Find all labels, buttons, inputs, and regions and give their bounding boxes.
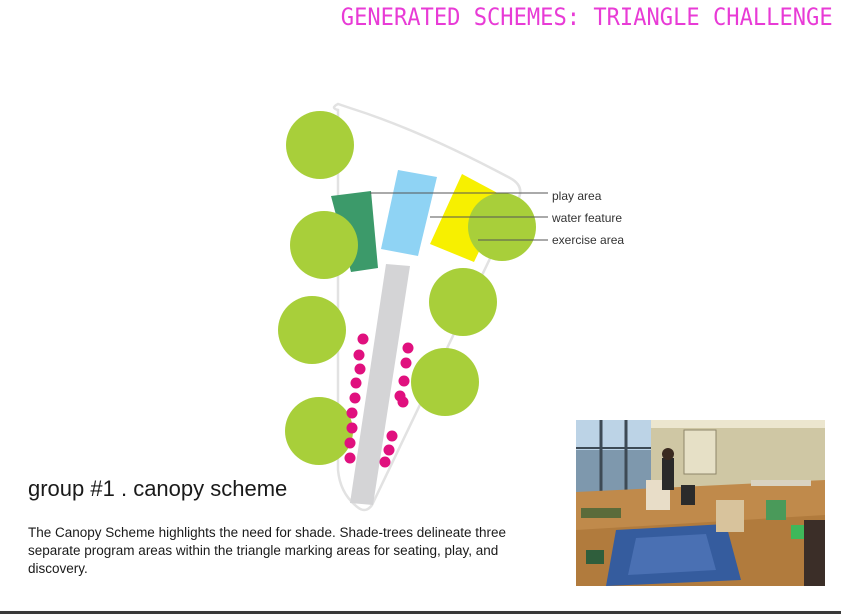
water-feature-zone — [381, 170, 437, 256]
classroom-photo — [576, 420, 825, 586]
page-title: GENERATED SCHEMES: TRIANGLE CHALLENGE — [341, 3, 833, 31]
callout-label-water-feature: water feature — [551, 211, 622, 225]
callout-label-exercise-area: exercise area — [552, 233, 624, 247]
seating-dots-left — [344, 333, 369, 464]
classroom-photo-illustration — [576, 420, 825, 586]
tree-canopy — [286, 111, 354, 179]
tree-canopy — [429, 268, 497, 336]
tree-canopy — [468, 193, 536, 261]
central-path — [350, 264, 410, 505]
scheme-description: The Canopy Scheme highlights the need fo… — [28, 525, 507, 576]
seating-dots-right — [379, 342, 414, 468]
tree-canopy — [278, 296, 346, 364]
tree-canopy — [290, 211, 358, 279]
tree-canopy — [411, 348, 479, 416]
bottom-rule — [0, 611, 841, 614]
callout-label-play-area: play area — [552, 189, 602, 203]
scheme-heading: group #1 . canopy scheme — [28, 476, 288, 501]
site-outline — [332, 102, 522, 512]
exercise-area-zone — [430, 174, 505, 262]
tree-canopy — [285, 397, 353, 465]
